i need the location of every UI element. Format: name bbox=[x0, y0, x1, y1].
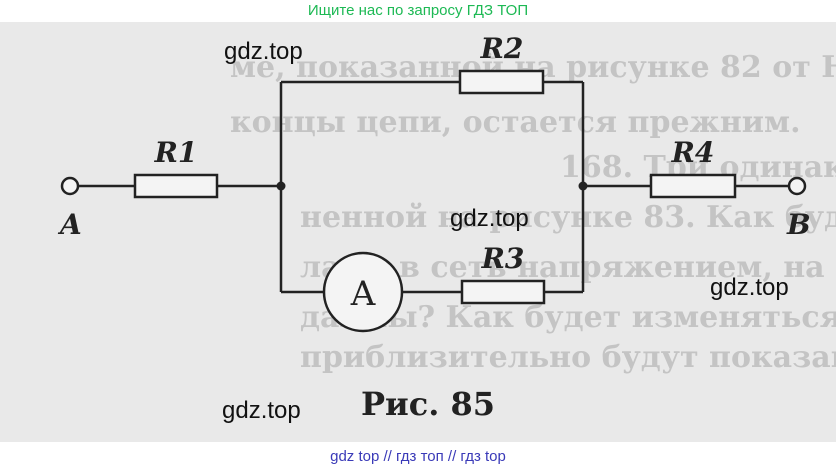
junction-left bbox=[276, 181, 286, 191]
terminal-a bbox=[60, 176, 80, 196]
resistor-r4 bbox=[649, 173, 737, 199]
resistor-r2 bbox=[458, 69, 545, 95]
junction-right bbox=[578, 181, 588, 191]
label-r2: R2 bbox=[480, 32, 524, 65]
resistors bbox=[133, 69, 737, 305]
watermark-3: gdz.top bbox=[710, 274, 789, 301]
ammeter-circle bbox=[322, 251, 404, 333]
circuit-diagram: ме, показанной на рисунке 82 от Най конц… bbox=[57, 32, 836, 423]
background-text: ме, показанной на рисунке 82 от Най конц… bbox=[230, 50, 836, 375]
watermark-4: gdz.top bbox=[222, 397, 301, 424]
watermark-1: gdz.top bbox=[224, 38, 303, 65]
figure-caption: Рис. 85 bbox=[361, 385, 495, 423]
label-r3: R3 bbox=[481, 242, 525, 275]
bg-line-7: приблизительно будут показания при bbox=[300, 340, 836, 375]
resistor-r3 bbox=[460, 279, 546, 305]
labels: A B R1 R2 R3 R4 bbox=[57, 32, 811, 275]
bg-line-2: концы цепи, остается прежним. bbox=[230, 105, 801, 140]
textbook-scan: ме, показанной на рисунке 82 от Най конц… bbox=[0, 22, 836, 442]
bottom-banner: gdz top // гдз топ // гдз top bbox=[0, 442, 836, 471]
label-a: A bbox=[57, 208, 82, 241]
terminal-b bbox=[787, 176, 807, 196]
label-r4: R4 bbox=[671, 136, 715, 169]
top-banner: Ищите нас по запросу ГДЗ ТОП bbox=[307, 2, 529, 19]
label-b: B bbox=[786, 208, 811, 241]
label-r1: R1 bbox=[154, 136, 198, 169]
ammeter-label: A bbox=[350, 274, 376, 314]
bg-line-4: ненной на рисунке 83. Как будут bbox=[300, 200, 836, 235]
resistor-r1 bbox=[133, 173, 219, 199]
watermark-2: gdz.top bbox=[450, 205, 529, 232]
